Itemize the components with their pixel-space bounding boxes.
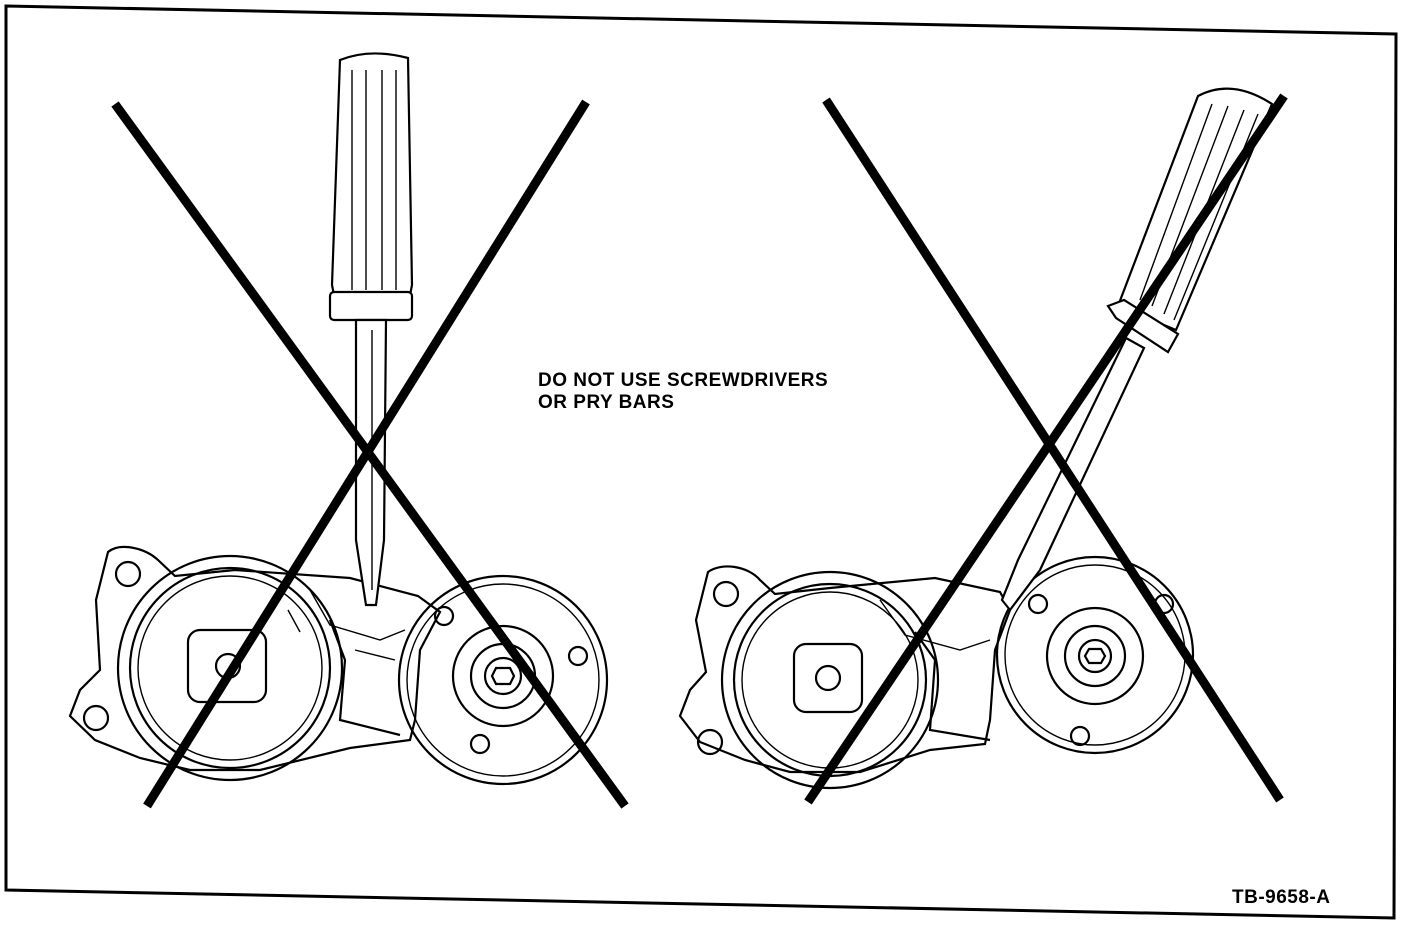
- warning-caption-line-1: DO NOT USE SCREWDRIVERS: [538, 370, 829, 391]
- vertical-screwdriver: [328, 52, 414, 607]
- left-prohibition-x: [111, 99, 629, 809]
- figure-id-label: TB-9658-A: [1232, 887, 1331, 908]
- warning-caption: DO NOT USE SCREWDRIVERS OR PRY BARS: [538, 370, 828, 414]
- warning-caption-line-2: OR PRY BARS: [538, 392, 675, 413]
- left-tensioner-assembly: [68, 545, 609, 786]
- right-tensioner-assembly: [678, 555, 1195, 790]
- figure-border: [4, 4, 1398, 920]
- right-prohibition-x: [804, 93, 1288, 805]
